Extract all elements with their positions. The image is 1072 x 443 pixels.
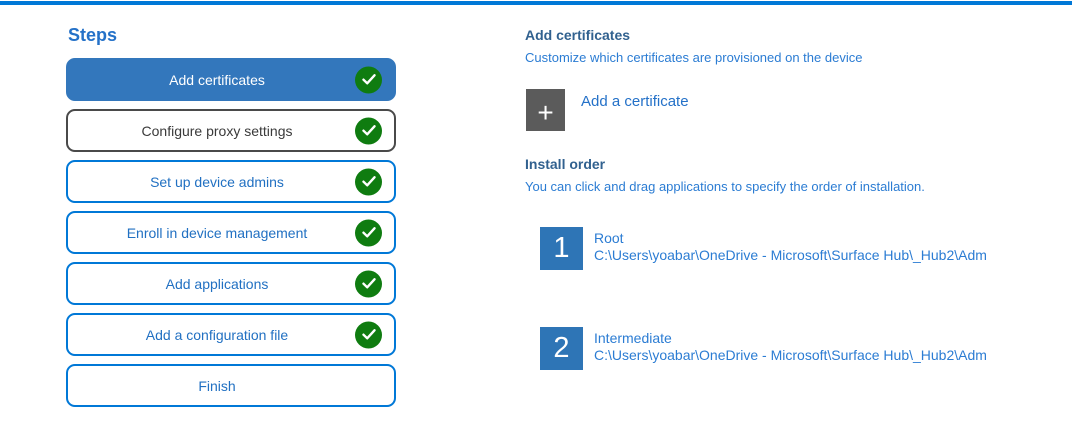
step-label: Set up device admins — [150, 173, 284, 190]
plus-icon[interactable]: + — [526, 89, 565, 131]
step-set-up-device-admins[interactable]: Set up device admins — [66, 160, 396, 203]
step-add-a-configuration-file[interactable]: Add a configuration file — [66, 313, 396, 356]
step-label: Add certificates — [169, 71, 265, 88]
install-order-description: You can click and drag applications to s… — [525, 179, 925, 194]
content-panel: Add certificates Customize which certifi… — [525, 0, 1072, 443]
step-label: Configure proxy settings — [141, 122, 293, 139]
step-finish[interactable]: Finish — [66, 364, 396, 407]
order-number-badge: 1 — [540, 227, 583, 270]
checkmark-icon — [355, 321, 382, 348]
install-order-item[interactable]: 2 Intermediate C:\Users\yoabar\OneDrive … — [540, 327, 987, 370]
install-item-text: Intermediate C:\Users\yoabar\OneDrive - … — [594, 327, 987, 364]
step-enroll-in-device-management[interactable]: Enroll in device management — [66, 211, 396, 254]
checkmark-icon — [355, 219, 382, 246]
install-order-title: Install order — [525, 156, 606, 172]
add-certificate-label: Add a certificate — [581, 93, 689, 110]
step-label: Enroll in device management — [126, 224, 308, 241]
certificate-path: C:\Users\yoabar\OneDrive - Microsoft\Sur… — [594, 247, 987, 263]
certificate-name: Intermediate — [594, 330, 672, 346]
steps-panel: Steps Add certificates Configure proxy s… — [66, 25, 396, 415]
checkmark-icon — [355, 270, 382, 297]
order-number-badge: 2 — [540, 327, 583, 370]
checkmark-icon — [355, 117, 382, 144]
step-label: Add applications — [165, 275, 269, 292]
add-certificate-button[interactable]: + Add a certificate — [526, 89, 689, 131]
step-label: Finish — [198, 377, 236, 394]
top-accent-bar — [0, 1, 1072, 5]
checkmark-icon — [355, 168, 382, 195]
checkmark-icon — [355, 66, 382, 93]
certificate-name: Root — [594, 230, 624, 246]
step-add-applications[interactable]: Add applications — [66, 262, 396, 305]
step-configure-proxy-settings[interactable]: Configure proxy settings — [66, 109, 396, 152]
step-add-certificates[interactable]: Add certificates — [66, 58, 396, 101]
steps-panel-title: Steps — [68, 25, 118, 45]
certificate-path: C:\Users\yoabar\OneDrive - Microsoft\Sur… — [594, 347, 987, 363]
page-title: Add certificates — [525, 27, 631, 43]
page-subtitle: Customize which certificates are provisi… — [525, 50, 863, 65]
step-label: Add a configuration file — [145, 326, 289, 343]
install-order-item[interactable]: 1 Root C:\Users\yoabar\OneDrive - Micros… — [540, 227, 987, 270]
install-item-text: Root C:\Users\yoabar\OneDrive - Microsof… — [594, 227, 987, 264]
